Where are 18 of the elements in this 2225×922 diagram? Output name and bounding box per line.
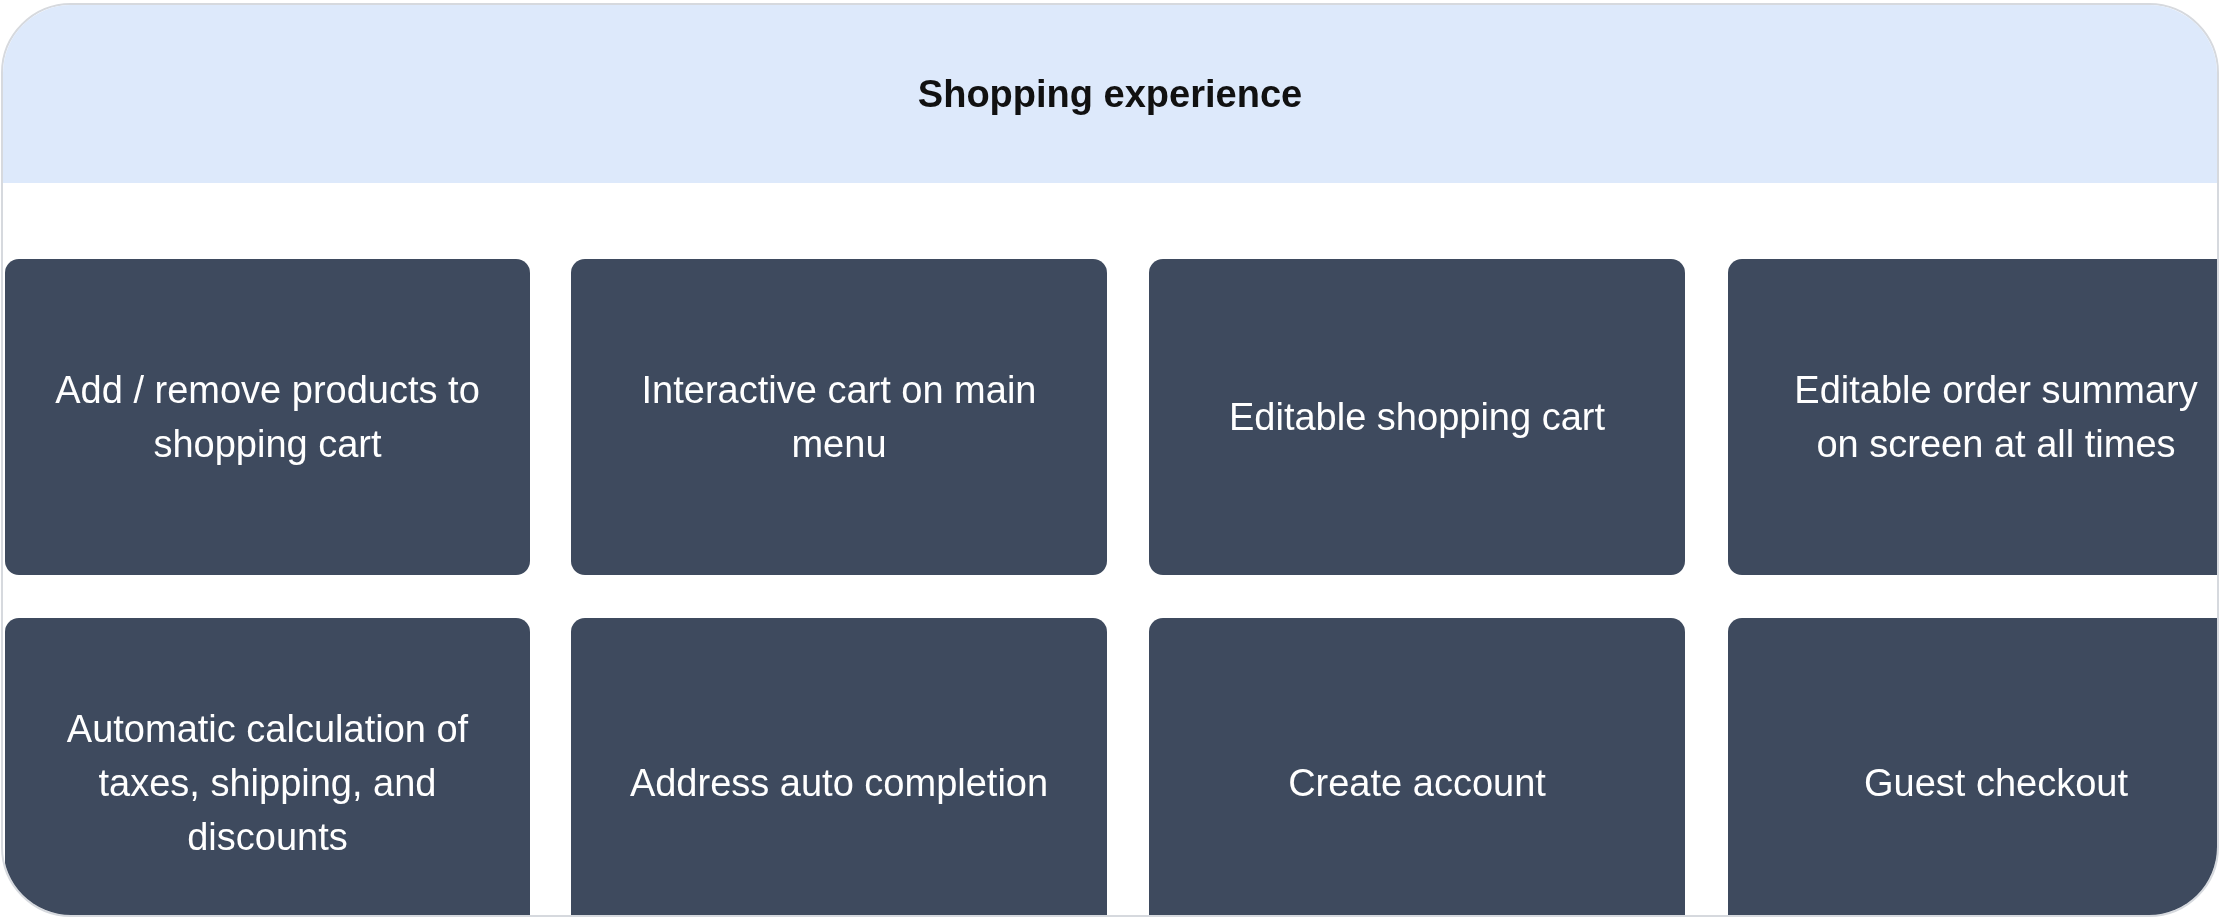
feature-text: Interactive cart on main menu xyxy=(640,368,1038,467)
feature-text: Create account xyxy=(1288,761,1546,806)
feature-text: Automatic calculation of taxes, shipping, and discounts xyxy=(65,707,470,860)
feature-text: Guest checkout xyxy=(1863,761,2128,806)
feature-text: Editable shopping cart xyxy=(1229,395,1605,440)
feature-box xyxy=(5,259,530,575)
feature-text: Address auto completion xyxy=(629,761,1049,806)
feature-box xyxy=(571,618,1107,915)
feature-text: Editable order summary on screen at all times xyxy=(1793,368,2199,467)
feature-box xyxy=(1728,618,2217,915)
feature-text: Add / remove products to shopping cart xyxy=(54,368,481,467)
feature-box xyxy=(1728,259,2217,575)
group-panel xyxy=(1,3,2219,917)
feature-box xyxy=(1149,259,1685,575)
feature-box xyxy=(1149,618,1685,915)
feature-box xyxy=(571,259,1107,575)
feature-box xyxy=(5,618,530,915)
group-title: Shopping experience xyxy=(917,72,1303,116)
